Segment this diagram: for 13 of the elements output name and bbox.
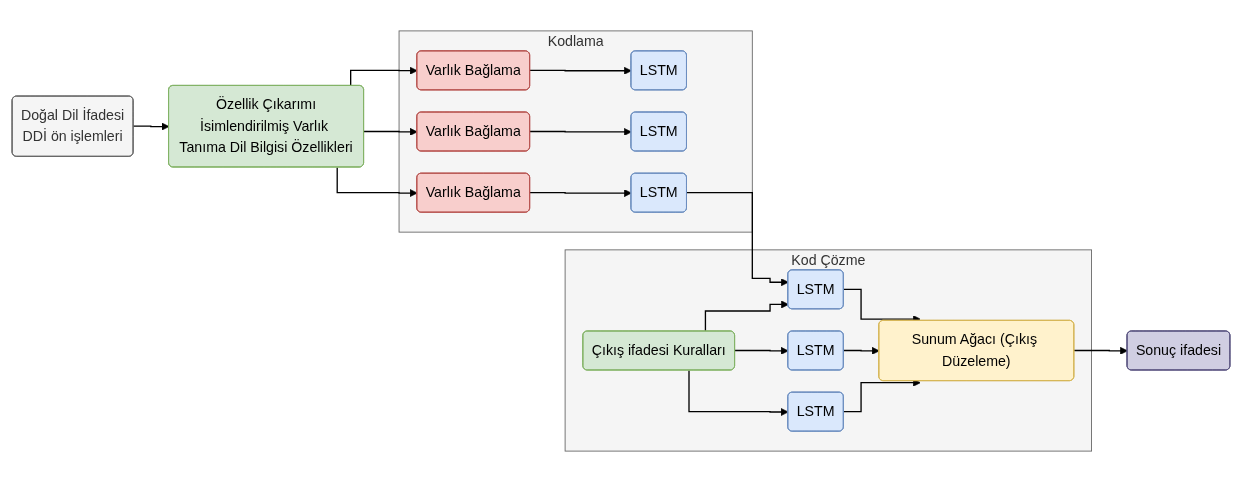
arrow <box>529 189 632 197</box>
arrow <box>529 128 632 136</box>
arrow <box>843 346 880 355</box>
arrow <box>336 166 418 197</box>
arrow <box>688 369 789 416</box>
arrow <box>686 192 789 287</box>
arrow <box>843 288 921 323</box>
arrow <box>1073 346 1128 355</box>
arrow <box>529 66 632 75</box>
arrow <box>734 346 789 355</box>
arrow <box>350 66 418 87</box>
arrow <box>132 122 170 131</box>
arrow <box>363 127 418 136</box>
